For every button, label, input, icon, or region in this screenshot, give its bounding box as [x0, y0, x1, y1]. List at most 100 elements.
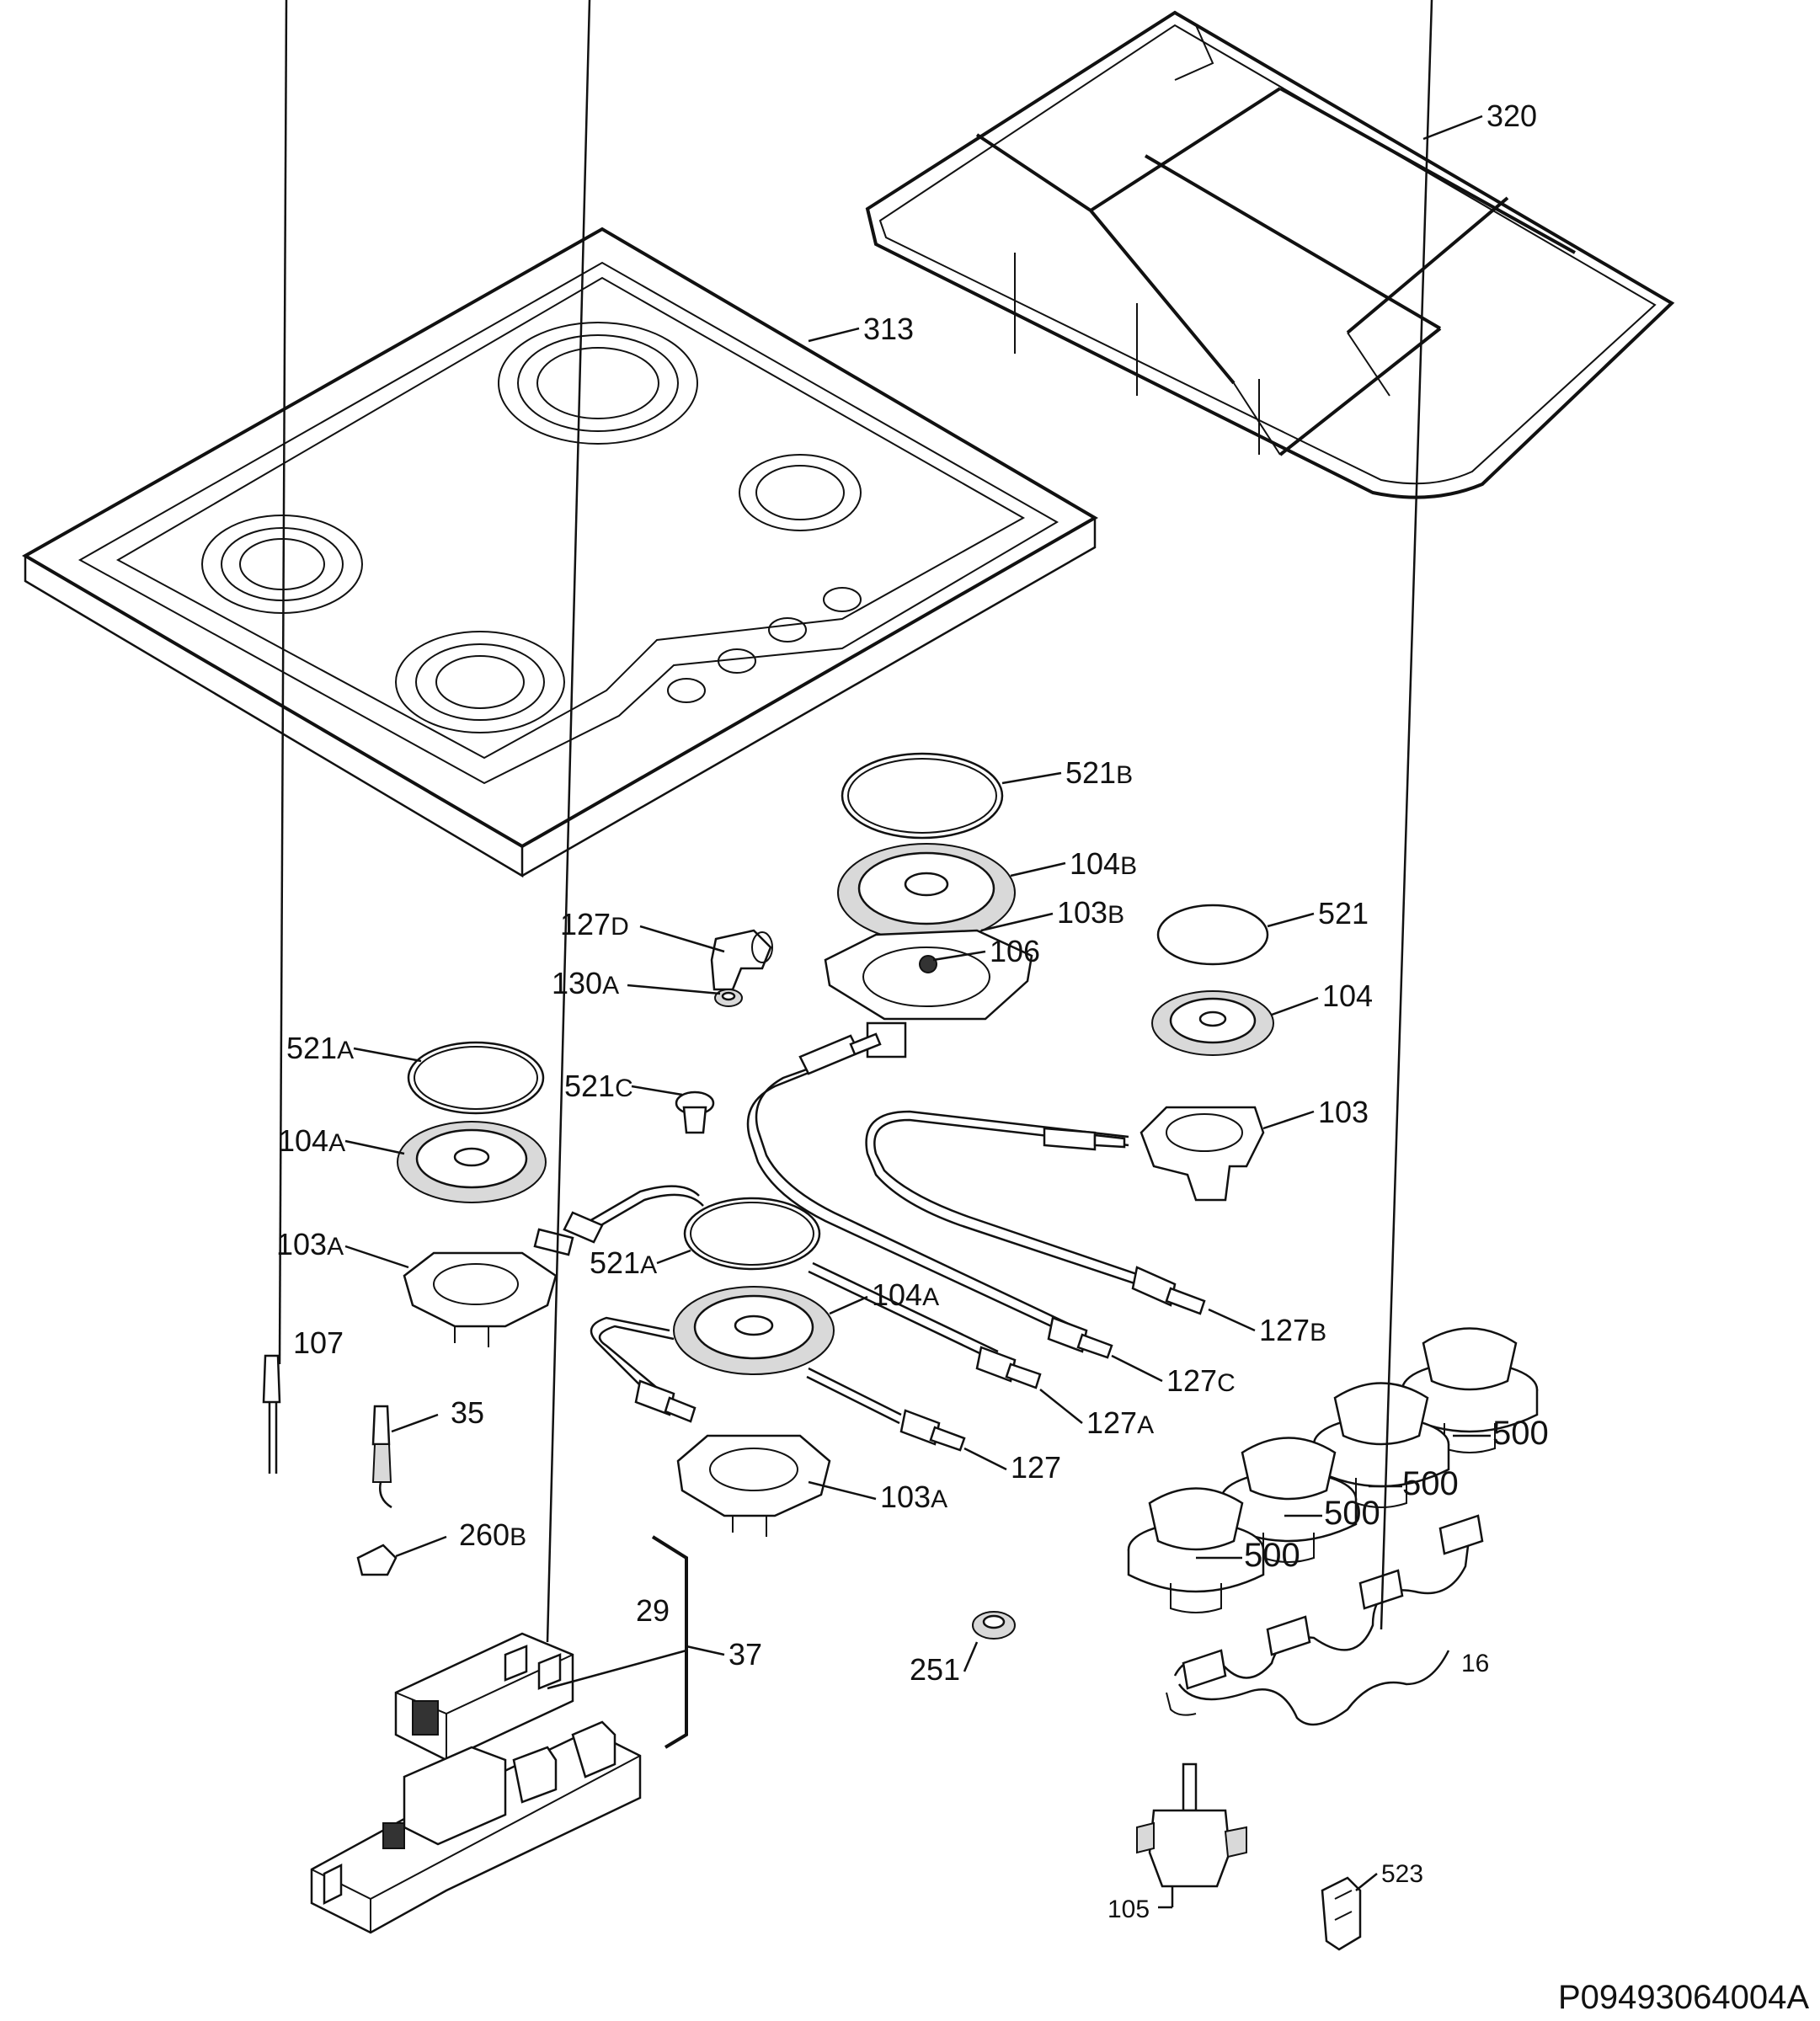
svg-text:29: 29	[636, 1593, 670, 1628]
svg-text:320: 320	[1486, 99, 1537, 133]
label-103b: 103B	[980, 895, 1124, 932]
svg-text:37: 37	[729, 1637, 762, 1672]
svg-text:521B: 521B	[1065, 755, 1133, 790]
svg-text:521A: 521A	[286, 1031, 354, 1065]
label-105: 105	[1107, 1896, 1172, 1923]
label-521a-top: 521A	[286, 1031, 422, 1065]
igniter-switch-block	[310, 1720, 642, 1934]
microswitch-harness-16	[1166, 1514, 1484, 1726]
svg-text:500: 500	[1244, 1537, 1300, 1574]
svg-text:103A: 103A	[880, 1480, 947, 1514]
burner-base-103a-left	[403, 1251, 558, 1347]
control-knob-500-2	[1312, 1382, 1450, 1508]
bracket-37	[547, 1535, 725, 1749]
burner-cap-521a-mid	[683, 1197, 821, 1271]
hob-burner-small	[739, 454, 862, 531]
label-523: 523	[1355, 1860, 1423, 1891]
elbow-fitting-127d	[710, 929, 773, 991]
washer-130a	[714, 989, 743, 1007]
label-127c: 127C	[1111, 1354, 1236, 1398]
svg-text:127C: 127C	[1166, 1363, 1236, 1398]
clip-523	[1321, 1876, 1362, 1951]
svg-text:16: 16	[1461, 1650, 1489, 1677]
label-127: 127	[963, 1447, 1061, 1485]
label-521-right: 521	[1267, 896, 1369, 931]
label-104a-left: 104A	[278, 1123, 405, 1158]
hob-top-panel	[21, 227, 1098, 878]
svg-text:500: 500	[1324, 1495, 1380, 1532]
control-knob-500-4	[1127, 1487, 1265, 1613]
label-521b: 521B	[1001, 755, 1133, 790]
label-37: 37	[729, 1637, 762, 1672]
label-500-1: 500	[1453, 1415, 1549, 1452]
label-106: 106	[932, 934, 1040, 968]
svg-text:107: 107	[293, 1325, 344, 1360]
svg-text:103B: 103B	[1057, 895, 1124, 930]
label-16: 16	[1380, 0, 1489, 1677]
svg-text:313: 313	[863, 312, 914, 346]
control-knob-500-1	[1401, 1327, 1539, 1453]
burner-cap-521a-top	[407, 1041, 545, 1115]
svg-text:500: 500	[1492, 1415, 1549, 1452]
hob-burner-large	[498, 322, 698, 445]
label-500-3: 500	[1284, 1495, 1380, 1532]
svg-text:127D: 127D	[560, 907, 629, 941]
svg-text:104: 104	[1322, 979, 1373, 1013]
svg-text:104B: 104B	[1070, 846, 1137, 881]
flame-spreader-104a-left	[397, 1121, 547, 1203]
label-103a-left: 103A	[276, 1227, 409, 1269]
label-104-right: 104	[1271, 979, 1373, 1016]
burner-cap-521b	[841, 752, 1004, 840]
thermocouple-107	[262, 1354, 281, 1474]
label-260b: 260B	[395, 1517, 526, 1558]
hob-burner-front	[395, 631, 565, 733]
label-521a-mid: 521A	[590, 1245, 691, 1280]
label-127b: 127B	[1208, 1308, 1326, 1347]
label-313: 313	[808, 312, 914, 346]
label-103a-bottom: 103A	[808, 1480, 947, 1514]
spark-plug-35	[371, 1405, 392, 1509]
flame-spreader-104b	[837, 843, 1016, 942]
label-251: 251	[910, 1641, 979, 1687]
svg-text:35: 35	[451, 1395, 484, 1430]
label-104b: 104B	[1010, 846, 1137, 881]
burner-base-103	[1140, 1106, 1265, 1202]
control-knob-500-3	[1220, 1437, 1358, 1563]
injector-521c	[675, 1090, 715, 1134]
seal-251	[972, 1611, 1016, 1640]
hob-burner-left	[201, 515, 363, 614]
flame-spreader-104	[1151, 990, 1274, 1056]
svg-text:521C: 521C	[564, 1069, 633, 1103]
svg-text:103: 103	[1318, 1095, 1369, 1129]
svg-text:106: 106	[990, 934, 1040, 968]
clip-260b	[356, 1544, 398, 1576]
gas-valve-105	[1136, 1762, 1247, 1907]
svg-text:521A: 521A	[590, 1245, 657, 1280]
svg-text:130A: 130A	[552, 966, 619, 1000]
flame-spreader-104a-mid	[673, 1286, 835, 1375]
burner-base-103a-bottom	[676, 1434, 831, 1537]
label-521c: 521C	[564, 1069, 683, 1103]
svg-text:127: 127	[1011, 1450, 1061, 1485]
svg-text:523: 523	[1381, 1860, 1423, 1888]
figure-reference-code: P09493064004A	[1558, 1979, 1809, 2016]
gas-pipes	[533, 1032, 1206, 1452]
svg-text:521: 521	[1318, 896, 1369, 931]
svg-text:260B: 260B	[459, 1517, 526, 1552]
svg-text:105: 105	[1107, 1896, 1150, 1923]
svg-text:127B: 127B	[1259, 1313, 1326, 1347]
pan-support-grid	[865, 10, 1675, 499]
svg-text:251: 251	[910, 1652, 960, 1687]
label-107: 107	[278, 0, 344, 1365]
svg-text:500: 500	[1402, 1465, 1459, 1502]
label-127d: 127D	[560, 907, 725, 953]
label-127a: 127A	[1039, 1389, 1154, 1440]
label-130a: 130A	[552, 966, 721, 1000]
label-500-4: 500	[1196, 1537, 1300, 1574]
svg-text:104A: 104A	[278, 1123, 345, 1158]
label-320: 320	[1422, 99, 1537, 141]
label-103-right: 103	[1262, 1095, 1369, 1130]
label-35: 35	[391, 1395, 484, 1433]
label-29: 29	[546, 0, 670, 1643]
